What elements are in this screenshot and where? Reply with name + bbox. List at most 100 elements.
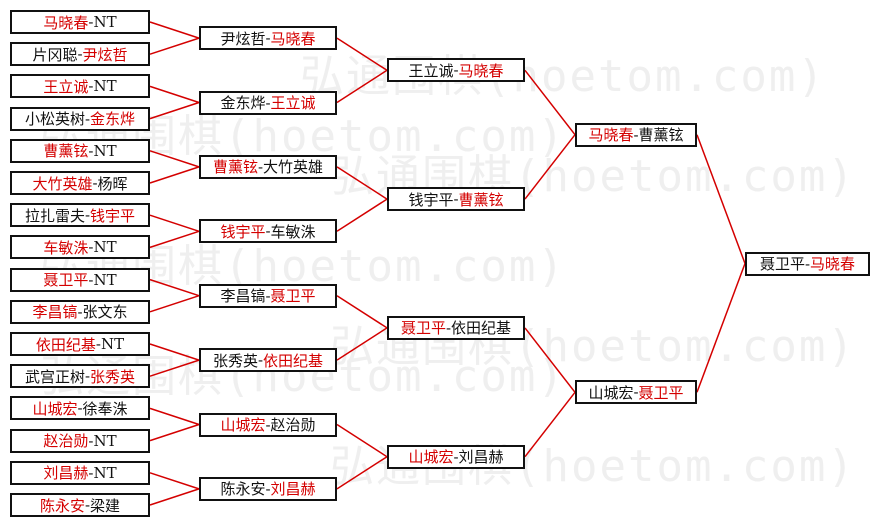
- player-2-name: 刘昌赫: [270, 480, 316, 499]
- player-1-name: 赵治勋: [43, 432, 89, 451]
- round2-match: 张秀英-依田纪基: [199, 348, 337, 373]
- round2-match: 李昌镐-聂卫平: [199, 283, 337, 308]
- player-2-name: 曹薰铉: [458, 190, 504, 209]
- player-1-name: 刘昌赫: [43, 464, 89, 483]
- final-match: 聂卫平-马晓春: [745, 251, 870, 276]
- round1-match: 曹薰铉-NT: [10, 138, 150, 163]
- separator: -: [88, 463, 94, 482]
- round1-match: 赵治勋-NT: [10, 428, 150, 453]
- player-2-name: 张秀英: [90, 367, 136, 386]
- player-2-name: NT: [93, 431, 117, 450]
- player-1-name: 曹薰铉: [212, 158, 258, 177]
- bracket-connector: [149, 230, 200, 249]
- separator: -: [265, 479, 271, 498]
- bracket-connector: [336, 327, 388, 361]
- separator: -: [265, 286, 271, 305]
- player-2-name: 曹薰铉: [638, 126, 684, 145]
- quarterfinal-match: 山城宏-刘昌赫: [387, 444, 525, 469]
- bracket-connector: [336, 69, 388, 104]
- bracket-connector: [149, 423, 200, 442]
- player-1-name: 小松英树: [24, 110, 85, 129]
- separator: -: [92, 174, 98, 192]
- separator: -: [633, 383, 639, 402]
- bracket-connector: [524, 327, 576, 393]
- round1-match: 小松英树-金东烨: [10, 106, 150, 131]
- round2-match: 曹薰铉-大竹英雄: [199, 154, 337, 179]
- player-2-name: 车敏洙: [270, 222, 316, 241]
- quarterfinal-match: 王立诚-马晓春: [387, 58, 525, 83]
- player-2-name: 大竹英雄: [263, 158, 324, 177]
- separator: -: [257, 157, 264, 176]
- player-1-name: 王立诚: [43, 77, 89, 96]
- round1-match: 陈永安-梁建: [10, 493, 150, 517]
- player-1-name: 钱宇平: [220, 222, 266, 241]
- bracket-connector: [696, 134, 746, 264]
- round1-match: 刘昌赫-NT: [10, 460, 150, 485]
- bracket-connector: [336, 295, 388, 329]
- bracket-connector: [524, 69, 576, 136]
- player-2-name: NT: [93, 77, 117, 96]
- player-1-name: 马晓春: [43, 13, 89, 32]
- separator: -: [77, 45, 83, 64]
- player-1-name: 山城宏: [588, 383, 634, 402]
- separator: -: [88, 13, 94, 31]
- player-1-name: 片冈聪: [32, 45, 78, 64]
- player-1-name: 陈永安: [39, 496, 85, 515]
- bracket-connector: [149, 101, 200, 120]
- player-1-name: 陈永安: [220, 480, 266, 499]
- bracket-connector: [336, 166, 388, 200]
- separator: -: [265, 29, 271, 48]
- separator: -: [77, 399, 83, 418]
- bracket-connector: [524, 391, 576, 458]
- bracket-connector: [149, 214, 200, 233]
- player-1-name: 大竹英雄: [32, 174, 93, 193]
- player-2-name: 徐奉洙: [82, 399, 128, 418]
- player-1-name: 聂卫平: [400, 319, 446, 338]
- separator: -: [88, 238, 94, 257]
- player-2-name: 聂卫平: [270, 287, 316, 306]
- player-1-name: 李昌镐: [220, 287, 266, 306]
- round1-match: 依田纪基-NT: [10, 332, 150, 356]
- round1-match: 王立诚-NT: [10, 74, 150, 99]
- player-2-name: 马晓春: [810, 255, 856, 273]
- separator: -: [77, 302, 83, 321]
- separator: -: [88, 77, 94, 96]
- player-1-name: 山城宏: [408, 448, 454, 467]
- separator: -: [88, 270, 94, 289]
- separator: -: [84, 206, 91, 225]
- round1-match: 片冈聪-尹炫哲: [10, 42, 150, 67]
- bracket-connector: [149, 472, 200, 490]
- separator: -: [265, 93, 271, 112]
- separator: -: [453, 447, 459, 466]
- bracket-connector: [336, 37, 388, 71]
- player-2-name: 金东烨: [90, 110, 136, 129]
- player-1-name: 尹炫哲: [220, 29, 266, 48]
- player-1-name: 张秀英: [212, 351, 258, 370]
- player-2-name: 尹炫哲: [82, 45, 128, 64]
- player-1-name: 马晓春: [588, 126, 634, 145]
- separator: -: [84, 496, 91, 514]
- separator: -: [257, 351, 264, 370]
- quarterfinal-match: 钱宇平-曹薰铉: [387, 187, 525, 212]
- separator: -: [95, 335, 101, 353]
- player-2-name: 依田纪基: [451, 319, 512, 338]
- bracket-connector: [149, 294, 200, 313]
- player-1-name: 山城宏: [220, 416, 266, 434]
- round1-match: 武宫正树-张秀英: [10, 364, 150, 389]
- player-2-name: NT: [93, 463, 117, 482]
- player-1-name: 聂卫平: [43, 271, 89, 290]
- separator: -: [88, 431, 94, 450]
- player-2-name: NT: [93, 141, 117, 160]
- player-1-name: 王立诚: [408, 61, 454, 80]
- player-1-name: 李昌镐: [32, 303, 78, 322]
- player-2-name: 赵治勋: [270, 416, 316, 434]
- separator: -: [84, 367, 91, 386]
- player-2-name: 马晓春: [270, 29, 316, 48]
- player-2-name: 张文东: [82, 303, 128, 322]
- round2-match: 钱宇平-车敏洙: [199, 219, 337, 244]
- quarterfinal-match: 聂卫平-依田纪基: [387, 315, 525, 340]
- separator: -: [265, 415, 271, 434]
- player-2-name: NT: [93, 270, 117, 289]
